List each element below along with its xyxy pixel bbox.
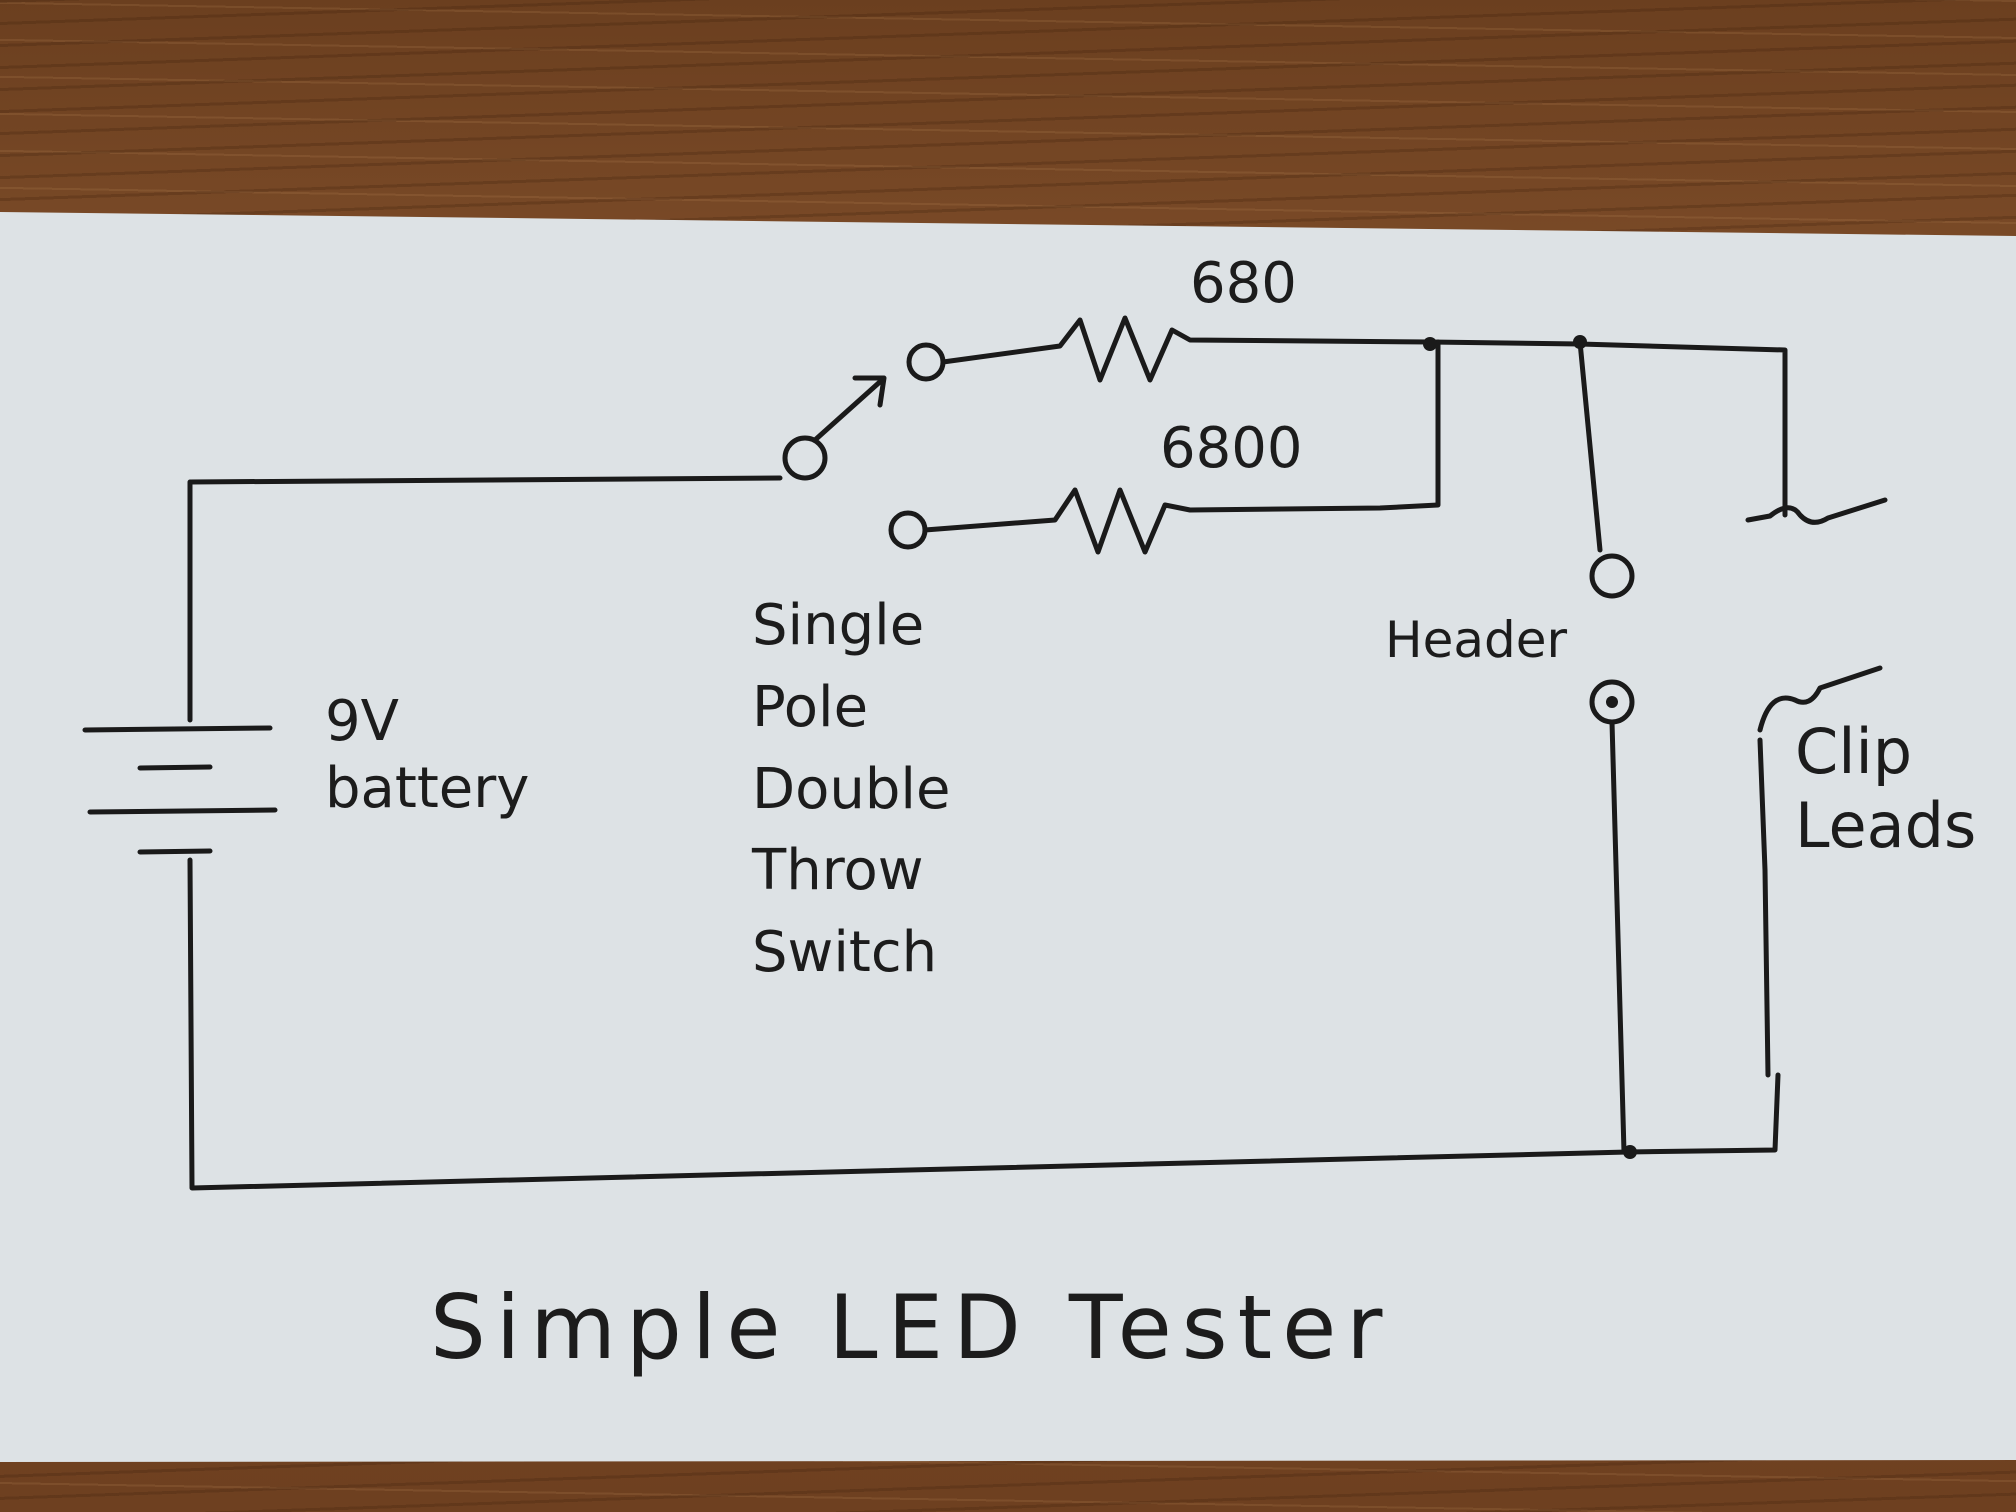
header-lead-top: [1577, 339, 1603, 553]
header-lead-bottom: [1609, 719, 1627, 1155]
switch-lever: [812, 377, 885, 443]
page-title: Simple LED Tester: [430, 1276, 1393, 1379]
bottom-resistor-wire: [922, 339, 1441, 555]
header-pin-bottom-center: [1606, 696, 1618, 708]
battery-plate-long-2: [87, 807, 278, 815]
header-label: Header: [1385, 611, 1568, 669]
battery-plate-short-1: [137, 764, 213, 771]
clip-lead-bottom-wire: [1757, 737, 1771, 1078]
paper-sheet: [0, 212, 2016, 1462]
switch-label: Single Pole Double Throw Switch: [752, 593, 951, 985]
junction-dot-1: [1423, 337, 1437, 351]
battery-plate-short-2: [137, 848, 213, 855]
junction-dot-3: [1623, 1145, 1637, 1159]
switch-common-terminal: [782, 435, 828, 481]
switch-arrow-head: [852, 375, 887, 408]
clip-leads-label: Clip Leads: [1795, 715, 1977, 863]
resistor-bottom-label: 6800: [1160, 416, 1303, 481]
resistor-top-label: 680: [1190, 251, 1297, 316]
battery-plate-long-1: [82, 725, 273, 733]
top-resistor-wire: [940, 315, 1788, 518]
header-pin-top: [1589, 553, 1635, 599]
battery-top-wire: [187, 475, 783, 723]
clip-lead-bottom: [1757, 665, 1883, 733]
clip-lead-top: [1745, 497, 1888, 525]
battery-label: 9V battery: [325, 689, 530, 822]
